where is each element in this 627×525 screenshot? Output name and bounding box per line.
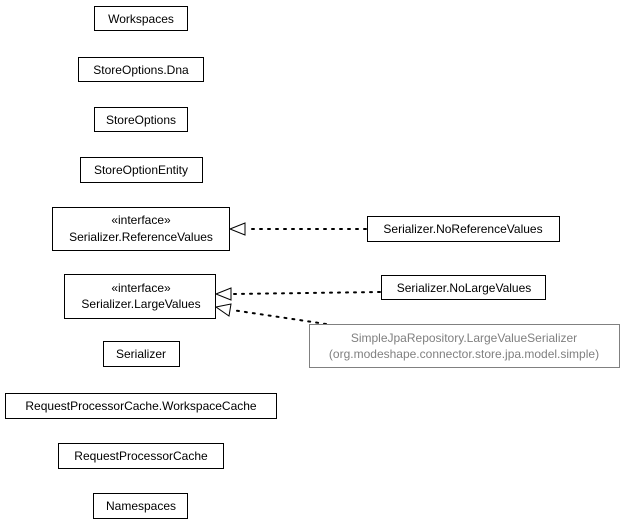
class-namespaces[interactable]: Namespaces xyxy=(93,493,188,519)
class-largevalueserializer-name: SimpleJpaRepository.LargeValueSerializer xyxy=(351,331,577,345)
class-largevalueserializer[interactable]: SimpleJpaRepository.LargeValueSerializer… xyxy=(309,324,620,368)
class-storeoptions-label: StoreOptions xyxy=(106,113,176,127)
class-storeoptionentity[interactable]: StoreOptionEntity xyxy=(80,157,203,183)
interface-serializer-referencevalues-stereotype: «interface» xyxy=(111,213,171,227)
class-requestprocessorcache-label: RequestProcessorCache xyxy=(74,449,208,463)
class-serializer-noreferencevalues-label: Serializer.NoReferenceValues xyxy=(383,222,542,236)
edge-nolargevalues-to-largevalues xyxy=(214,287,381,301)
interface-serializer-referencevalues[interactable]: «interface» Serializer.ReferenceValues xyxy=(52,207,230,251)
class-workspaces-label: Workspaces xyxy=(108,12,174,26)
class-largevalueserializer-package: (org.modeshape.connector.store.jpa.model… xyxy=(329,347,599,361)
class-storeoptions-dna[interactable]: StoreOptions.Dna xyxy=(78,57,204,82)
class-requestprocessorcache-workspacecache-label: RequestProcessorCache.WorkspaceCache xyxy=(25,399,257,413)
class-storeoptions[interactable]: StoreOptions xyxy=(94,107,188,132)
class-serializer[interactable]: Serializer xyxy=(103,341,180,367)
interface-serializer-largevalues[interactable]: «interface» Serializer.LargeValues xyxy=(64,274,216,319)
class-serializer-noreferencevalues[interactable]: Serializer.NoReferenceValues xyxy=(367,216,560,242)
class-serializer-nolargevalues-label: Serializer.NoLargeValues xyxy=(397,281,532,295)
class-storeoptions-dna-label: StoreOptions.Dna xyxy=(93,63,189,77)
class-requestprocessorcache-workspacecache[interactable]: RequestProcessorCache.WorkspaceCache xyxy=(5,393,277,419)
class-requestprocessorcache[interactable]: RequestProcessorCache xyxy=(58,443,224,469)
interface-serializer-largevalues-stereotype: «interface» xyxy=(111,281,171,295)
class-workspaces[interactable]: Workspaces xyxy=(94,6,188,31)
edge-largevalueserializer-to-largevalues xyxy=(214,303,327,325)
class-storeoptionentity-label: StoreOptionEntity xyxy=(94,163,188,177)
interface-serializer-largevalues-name: Serializer.LargeValues xyxy=(81,297,200,311)
class-namespaces-label: Namespaces xyxy=(106,499,176,513)
class-serializer-label: Serializer xyxy=(116,347,166,361)
edge-noreferencevalues-to-referencevalues xyxy=(228,222,367,236)
class-serializer-nolargevalues[interactable]: Serializer.NoLargeValues xyxy=(381,275,546,300)
interface-serializer-referencevalues-name: Serializer.ReferenceValues xyxy=(69,230,213,244)
